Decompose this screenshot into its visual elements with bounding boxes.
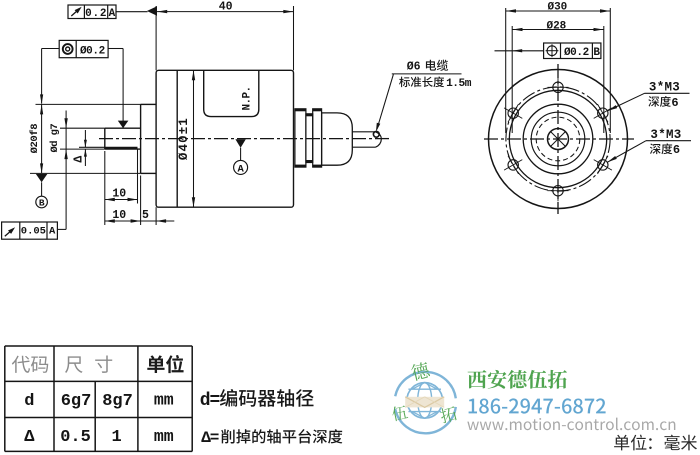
svg-text:3*M3: 3*M3 [650, 128, 681, 142]
svg-text:6g7: 6g7 [61, 392, 92, 411]
svg-text:0.5: 0.5 [60, 428, 91, 447]
svg-text:d=: d= [200, 391, 220, 411]
svg-text:A: A [49, 225, 56, 237]
svg-text:Δ: Δ [72, 156, 85, 163]
svg-text:0.2: 0.2 [85, 8, 107, 20]
svg-text:Ø0.2: Ø0.2 [80, 45, 105, 57]
svg-text:1.5m: 1.5m [446, 78, 472, 90]
svg-text:Ød g7: Ød g7 [49, 124, 61, 153]
svg-text:Ø28: Ø28 [546, 20, 566, 32]
svg-text:1: 1 [111, 428, 121, 447]
svg-text:6: 6 [671, 96, 678, 110]
svg-text:3*M3: 3*M3 [649, 81, 680, 95]
svg-text:mm: mm [154, 391, 174, 410]
svg-text:40: 40 [219, 0, 233, 13]
svg-text:5: 5 [142, 209, 149, 222]
svg-text:d: d [24, 392, 34, 411]
svg-text:0.05: 0.05 [21, 225, 46, 237]
svg-text:10: 10 [112, 209, 126, 222]
svg-text:10: 10 [112, 188, 126, 201]
svg-text:A: A [109, 8, 116, 20]
svg-text:Ø20f8: Ø20f8 [29, 124, 41, 154]
svg-text:Ø40±1: Ø40±1 [177, 117, 191, 160]
svg-text:Δ: Δ [24, 428, 35, 447]
svg-text:B: B [39, 198, 45, 209]
svg-text:Δ=: Δ= [201, 429, 219, 447]
svg-text:B: B [593, 47, 600, 59]
svg-text:A: A [238, 164, 245, 176]
svg-text:Ø6: Ø6 [407, 61, 421, 74]
svg-text:8g7: 8g7 [102, 392, 133, 411]
svg-text:Ø30: Ø30 [547, 1, 567, 13]
svg-text:N.P.: N.P. [241, 86, 253, 110]
svg-text:mm: mm [154, 427, 174, 446]
svg-text:6: 6 [673, 143, 680, 157]
svg-text:Ø0.2: Ø0.2 [564, 47, 589, 59]
